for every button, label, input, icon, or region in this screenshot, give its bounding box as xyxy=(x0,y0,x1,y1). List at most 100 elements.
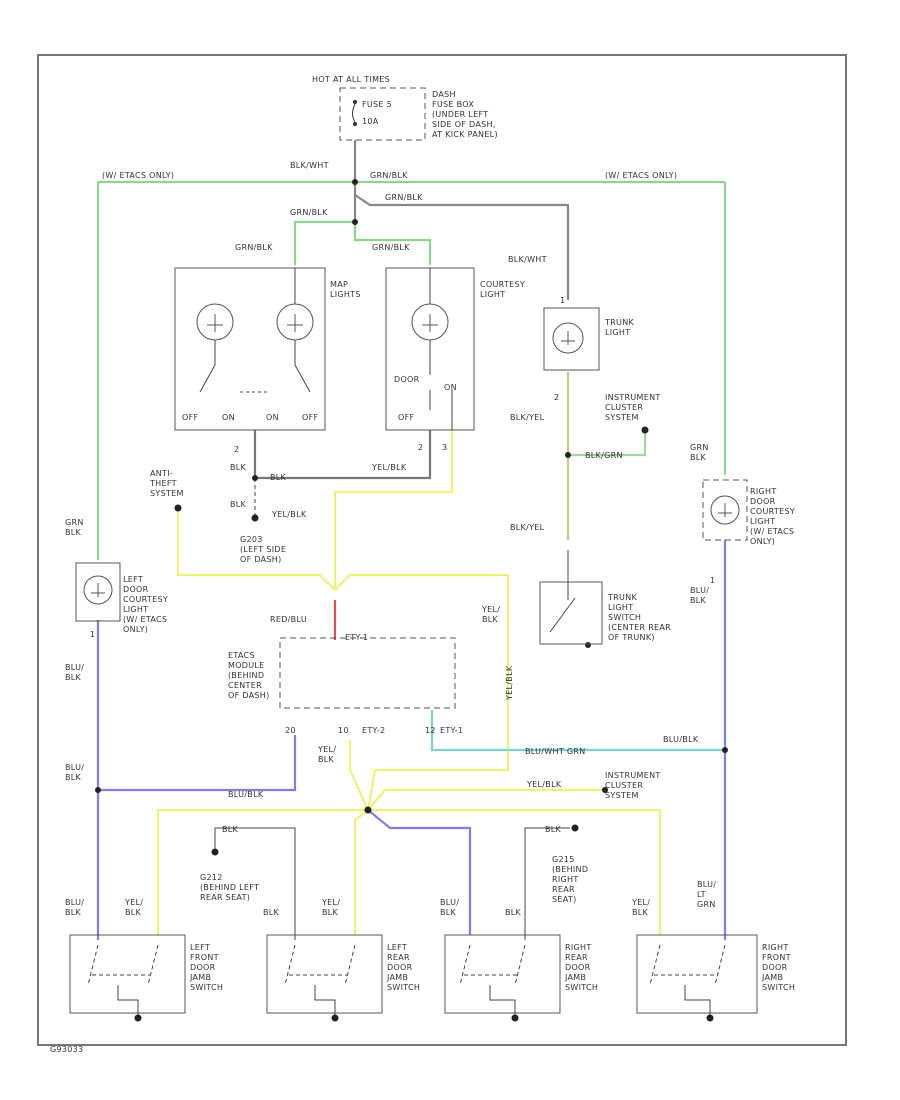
label-yel-blk-mid: YEL/BLK xyxy=(317,745,336,764)
bulb-icon xyxy=(196,303,234,341)
label-pin-12: 12 xyxy=(425,726,436,735)
courtesy-switch-icon xyxy=(429,340,453,430)
label-map-on-l: ON xyxy=(222,413,235,422)
label-yel-blk-right: YEL/BLK xyxy=(481,605,500,624)
label-blk-wht-trunk: BLK/WHT xyxy=(508,255,547,264)
wire-blk-wht-trunk xyxy=(354,194,570,300)
label-blk-g215: BLK xyxy=(545,825,562,834)
label-footer: G93033 xyxy=(50,1045,83,1054)
door-jamb-switch-rf xyxy=(636,934,758,1015)
label-blk-yel-2: BLK/YEL xyxy=(510,523,545,532)
label-blk-wht-top: BLK/WHT xyxy=(290,161,329,170)
wire-blk-map xyxy=(253,430,432,480)
ground-sw2 xyxy=(331,1014,339,1022)
map-lights-box xyxy=(174,267,326,431)
ground-sw4 xyxy=(706,1014,714,1022)
bulb-icon xyxy=(710,495,740,525)
label-etacs-pin-top: ETY-1 xyxy=(345,633,368,642)
label-grn-blk-2: GRN/BLK xyxy=(385,193,423,202)
label-sw2-w1: YEL/BLK xyxy=(321,898,340,917)
label-grn-blk-court: GRN/BLK xyxy=(372,243,410,252)
wire-yel-bus-3 xyxy=(368,808,662,935)
label-sw1-w1: BLU/BLK xyxy=(65,898,84,917)
wire-blu-bus xyxy=(367,809,472,935)
ground-sw3 xyxy=(511,1014,519,1022)
label-blu-wht-grn: BLU/WHT GRN xyxy=(525,747,586,756)
label-yel-blk-vert: YEL/BLK xyxy=(505,665,514,701)
label-sw4-w1: YEL/BLK xyxy=(631,898,650,917)
map-switch-left-icon xyxy=(199,340,216,393)
wire-yel-court xyxy=(333,430,454,590)
label-ety1: ETY-1 xyxy=(440,726,463,735)
label-sw1-w2: YEL/BLK xyxy=(124,898,143,917)
wire-yel-bus-2 xyxy=(353,809,369,935)
label-blu-blk-bottom: BLU/BLK xyxy=(228,790,264,799)
label-blk-grn: BLK/GRN xyxy=(585,451,623,460)
diagram-frame xyxy=(37,54,847,1046)
label-blu-blk-left2: BLU/BLK xyxy=(65,763,84,782)
label-pin-20: 20 xyxy=(285,726,296,735)
door-jamb-switch-lr xyxy=(266,934,383,1015)
wire-yel-etacs xyxy=(348,740,370,811)
label-blk-yel-1: BLK/YEL xyxy=(510,413,545,422)
wire-grn-map xyxy=(293,220,355,265)
label-hot-all-times: HOT AT ALL TIMES xyxy=(312,75,390,84)
wire-yel-right xyxy=(334,573,510,811)
label-blk-g212: BLK xyxy=(222,825,239,834)
splice-left-blu xyxy=(95,787,101,793)
label-sw3-w2: BLK xyxy=(505,908,522,917)
label-pin-3: 3 xyxy=(442,443,447,452)
label-pin-2-map: 2 xyxy=(234,445,239,454)
label-pin-1-left: 1 xyxy=(90,630,95,639)
label-pin-2-court: 2 xyxy=(418,443,423,452)
label-fuse-amp: 10A xyxy=(362,117,379,126)
label-blk-1: BLK xyxy=(230,463,247,472)
label-blk-3: BLK xyxy=(230,500,247,509)
label-pin-1-right: 1 xyxy=(710,576,715,585)
splice-bus xyxy=(364,806,372,814)
fuse-box xyxy=(339,87,426,141)
trunk-switch-icon xyxy=(549,590,576,633)
label-sw3-w1: BLU/BLK xyxy=(440,898,459,917)
label-map-on-r: ON xyxy=(266,413,279,422)
label-pin-10: 10 xyxy=(338,726,349,735)
ground-blk xyxy=(251,514,259,522)
bulb-icon xyxy=(83,575,113,605)
label-blu-blk-r: BLU/BLK xyxy=(663,735,699,744)
label-grn-blk-top: GRN/BLK xyxy=(370,171,408,180)
map-switch-right-icon xyxy=(294,340,311,393)
trunk-switch-box xyxy=(539,581,603,645)
bulb-icon xyxy=(276,303,314,341)
label-grn-blk-3: GRN/BLK xyxy=(290,208,328,217)
anti-theft-conn xyxy=(174,504,182,512)
splice-blk xyxy=(252,475,258,481)
bulb-icon xyxy=(411,303,449,341)
wire-blk-grn xyxy=(568,430,647,457)
label-off: OFF xyxy=(398,413,414,422)
ground-trunk xyxy=(585,642,591,648)
label-map-off-r: OFF xyxy=(302,413,318,422)
ground-g215 xyxy=(571,824,579,832)
label-map-off-l: OFF xyxy=(182,413,198,422)
wire-cyan xyxy=(430,710,725,752)
ground-g212 xyxy=(211,848,219,856)
wire-yel-bus xyxy=(156,808,368,935)
